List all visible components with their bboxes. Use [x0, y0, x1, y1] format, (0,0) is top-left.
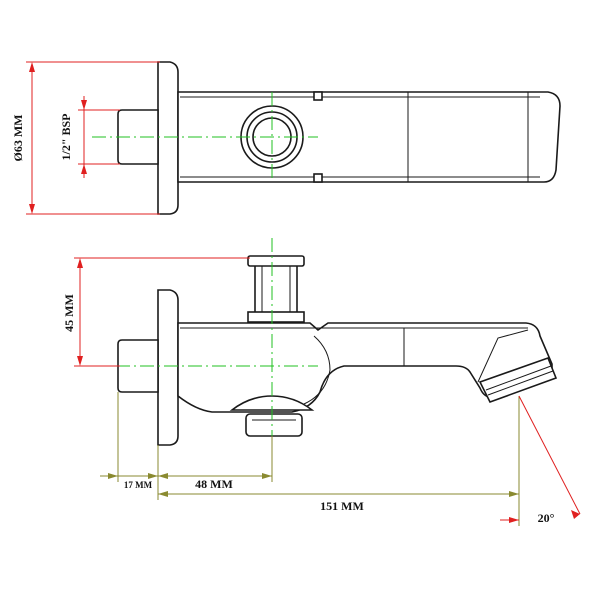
dim-48-arrow-left [148, 473, 158, 479]
top-clip-lower [313, 173, 323, 183]
side-aerator-ring-1 [485, 365, 552, 391]
side-spout-fold [477, 329, 529, 383]
side-aerator-ring-2 [487, 370, 554, 396]
dim-17-arrow-left [108, 473, 118, 479]
dim-48-arrow-right [262, 473, 272, 479]
side-inlet-pipe [117, 339, 159, 393]
dim-45-arrow-top [77, 258, 83, 268]
side-diverter-stem [254, 264, 298, 314]
dim-45-arrow-bottom [77, 356, 83, 366]
diameter-label: Ø63 MM [11, 115, 25, 162]
dim-151-arrow-right [509, 491, 519, 497]
side-view: 45 MM 17 MM 48 MM 151 MM 20° [62, 238, 581, 526]
dim-bsp-arrow-bottom [81, 164, 87, 174]
angle-arrow-right [571, 510, 580, 519]
dim-small-label: 17 MM [124, 480, 153, 490]
side-flange [157, 289, 179, 446]
dim-63-arrow-bottom [29, 204, 35, 214]
top-flange [157, 61, 179, 215]
height-label: 45 MM [62, 294, 76, 332]
dim-17-arrow-right [158, 473, 168, 479]
top-inlet-pipe [117, 109, 159, 165]
dim-total-label: 151 MM [320, 499, 364, 513]
dim-mid-label: 48 MM [195, 477, 233, 491]
angle-label: 20° [538, 511, 555, 525]
top-view: Ø63 MM 1/2" BSP [11, 61, 561, 215]
side-diverter-cap [247, 255, 305, 267]
angle-outlet-axis [518, 395, 581, 515]
top-clip-upper [313, 91, 323, 101]
dim-63-arrow-top [29, 62, 35, 72]
angle-arrow-left [509, 517, 519, 523]
side-spout-inner-curve [303, 335, 331, 405]
side-bottom-outlet [245, 413, 303, 437]
dim-151-arrow-left [158, 491, 168, 497]
top-spout-body [177, 91, 561, 183]
thread-label: 1/2" BSP [59, 113, 73, 160]
dim-bsp-arrow-top [81, 100, 87, 110]
side-diverter-collar [247, 311, 305, 323]
